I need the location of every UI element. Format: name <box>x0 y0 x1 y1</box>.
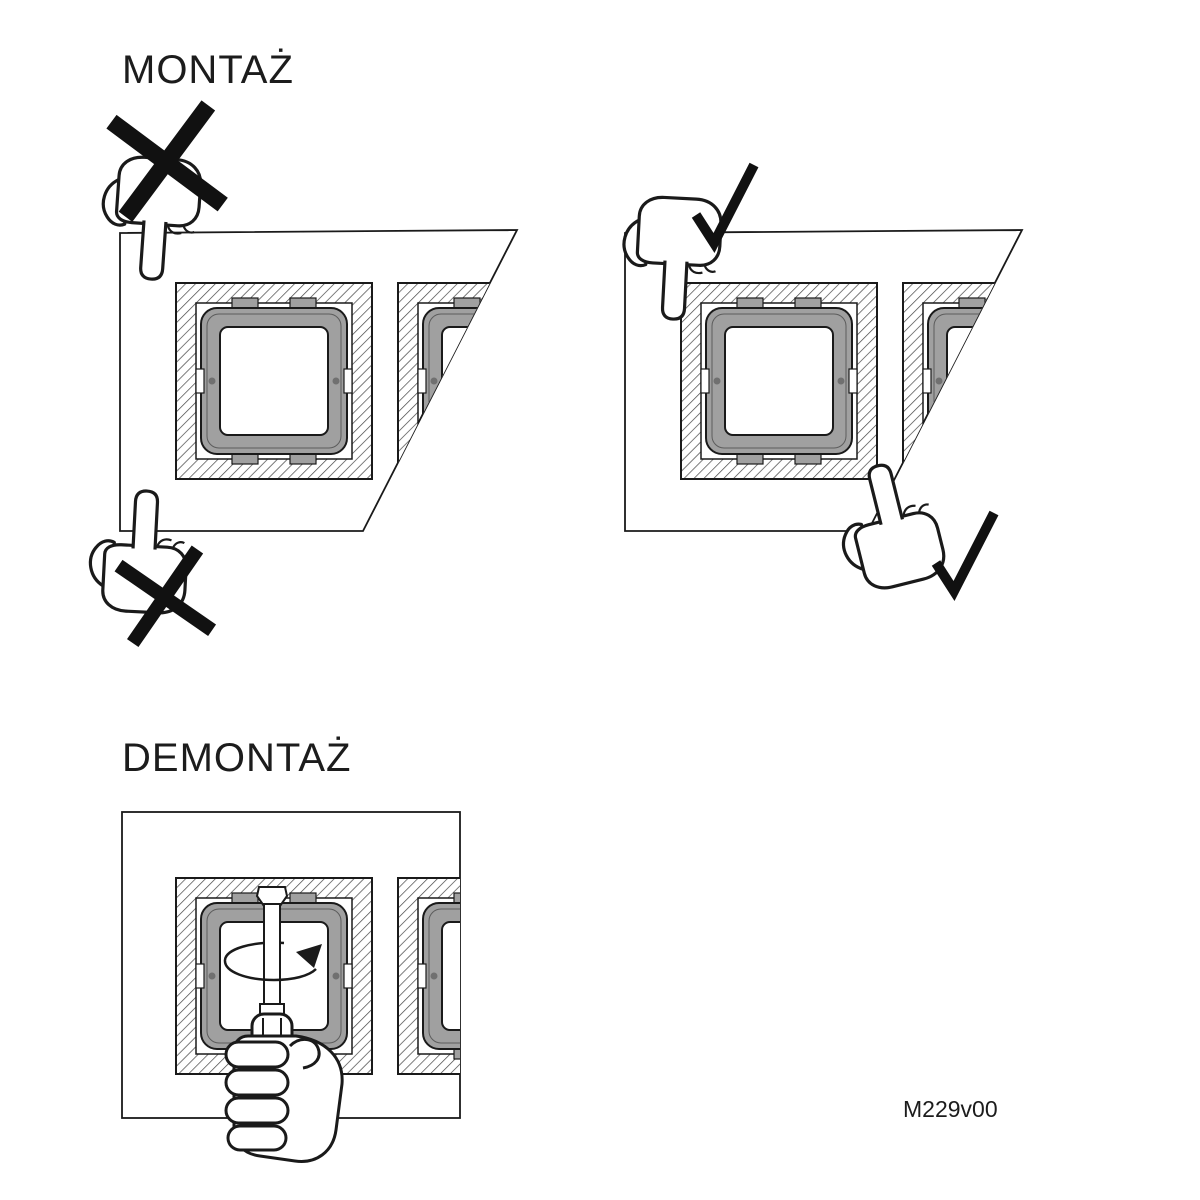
demontaz-illustration <box>121 811 461 1163</box>
document-code: M229v00 <box>903 1096 998 1122</box>
frame-assembly <box>680 282 878 480</box>
rotation-arrow-icon <box>223 944 322 982</box>
frame-assembly <box>175 282 373 480</box>
demontaz-title: DEMONTAŻ <box>122 736 352 780</box>
partial-frame-assembly <box>902 282 1022 480</box>
montaz-correct-illustration <box>618 165 1024 598</box>
partial-frame-assembly <box>397 282 517 480</box>
montaz-wrong-illustration <box>86 105 519 643</box>
gripping-hand-icon <box>224 1034 344 1163</box>
partial-frame-assembly <box>397 877 460 1075</box>
montaz-title: MONTAŻ <box>122 48 294 92</box>
